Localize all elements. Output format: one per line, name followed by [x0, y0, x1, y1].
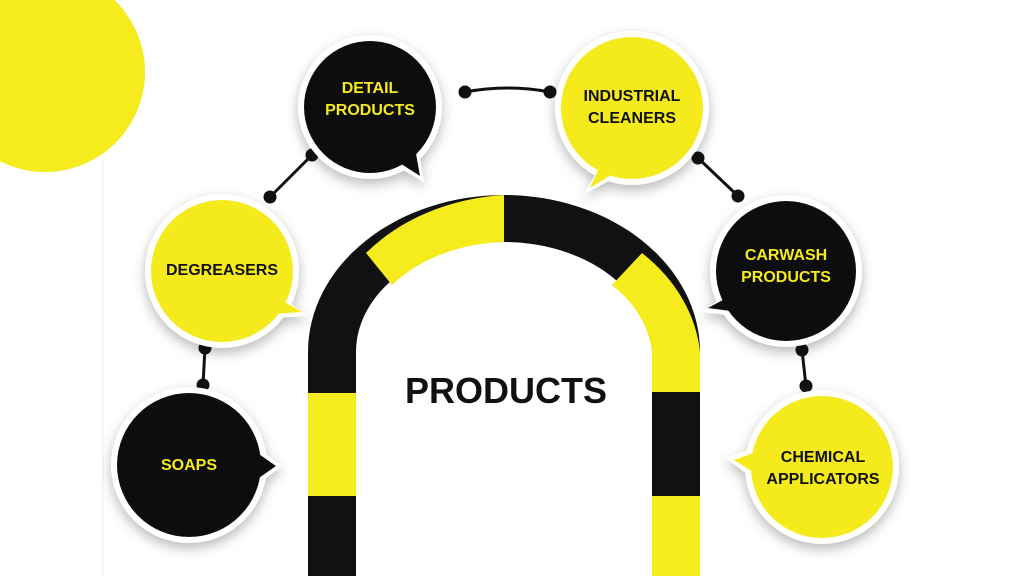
arch-seg-left-yellow2 [366, 195, 504, 285]
label-line: CHEMICAL [780, 449, 866, 466]
label-degreasers: DEGREASERS [152, 260, 292, 282]
label-detail-products: DETAIL PRODUCTS [310, 78, 430, 122]
bubble-carwash-products [702, 195, 862, 347]
label-line: CARWASH [744, 247, 828, 264]
arch-seg-right-yellow1 [612, 253, 700, 392]
center-title: PRODUCTS [404, 370, 607, 411]
label-line: PRODUCTS [741, 269, 831, 286]
label-industrial-cleaners: INDUSTRIAL CLEANERS [567, 86, 697, 130]
connector-detail-industrial [464, 86, 551, 94]
label-line: CLEANERS [587, 110, 676, 127]
connectors [196, 85, 813, 393]
connector-degreasers-detail [268, 153, 314, 199]
arch-seg-left-top [308, 352, 356, 395]
label-line: INDUSTRIAL [583, 88, 681, 105]
label-line: PRODUCTS [325, 102, 415, 119]
bubble-degreasers [145, 194, 308, 348]
bubble-chemical-applicators [726, 390, 899, 544]
label-line: DEGREASERS [165, 262, 279, 279]
label-line: SOAPS [160, 457, 217, 474]
arch-seg-right-yellow2 [652, 496, 700, 576]
bubble-detail-products [298, 35, 442, 182]
label-chemical-applicators: CHEMICAL APPLICATORS [752, 447, 894, 491]
bubble-industrial-cleaners [555, 31, 709, 194]
label-line: DETAIL [341, 80, 399, 97]
label-soaps: SOAPS [139, 455, 239, 477]
bubble-soaps [111, 387, 282, 543]
connector-industrial-carwash [696, 156, 740, 198]
label-carwash-products: CARWASH PRODUCTS [726, 245, 846, 289]
products-arch [308, 195, 700, 576]
corner-decoration-circle [0, 0, 145, 172]
arch-seg-left-yellow1 [308, 393, 356, 496]
label-line: APPLICATORS [766, 471, 880, 488]
